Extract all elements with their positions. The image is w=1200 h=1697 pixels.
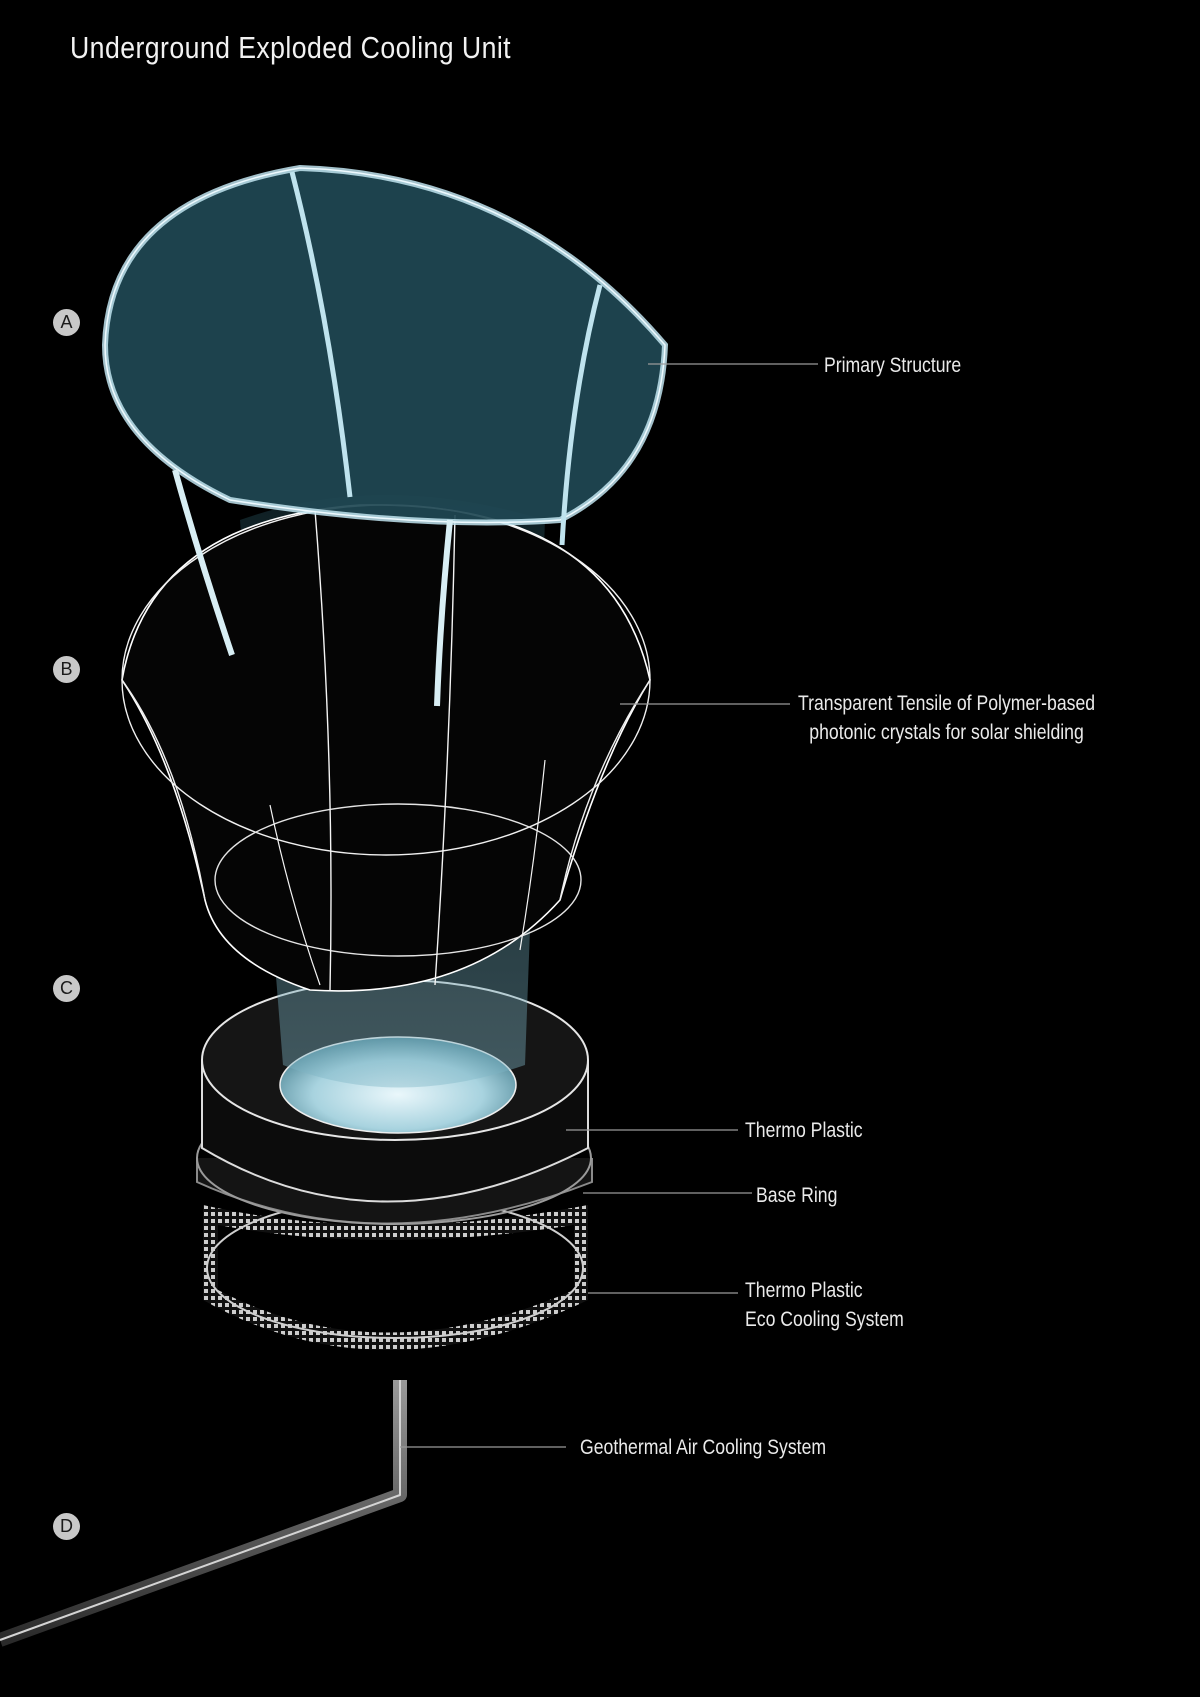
label-tensile: Transparent Tensile of Polymer-based pho… <box>798 689 1095 747</box>
label-tensile-line1: Transparent Tensile of Polymer-based <box>798 692 1096 715</box>
marker-d: D <box>53 1513 80 1540</box>
marker-c: C <box>53 975 80 1002</box>
geothermal-pipe <box>0 1380 407 1647</box>
marker-a: A <box>53 309 80 336</box>
label-geothermal: Geothermal Air Cooling System <box>580 1436 827 1459</box>
label-eco-line2: Eco Cooling System <box>745 1308 904 1331</box>
leader-lines <box>400 363 818 1448</box>
label-base-ring: Base Ring <box>756 1184 838 1207</box>
marker-b: B <box>53 656 80 683</box>
label-thermo-plastic: Thermo Plastic <box>745 1119 863 1142</box>
eco-cooling-mesh-ring <box>203 1197 588 1350</box>
primary-structure-funnel <box>101 164 669 707</box>
label-primary-structure: Primary Structure <box>824 354 962 377</box>
diagram-title: Underground Exploded Cooling Unit <box>70 30 512 65</box>
label-eco-cooling: Thermo Plastic Eco Cooling System <box>745 1276 904 1334</box>
label-tensile-line2: photonic crystals for solar shielding <box>809 721 1084 744</box>
label-eco-line1: Thermo Plastic <box>745 1279 863 1302</box>
tensile-shell <box>121 504 651 992</box>
